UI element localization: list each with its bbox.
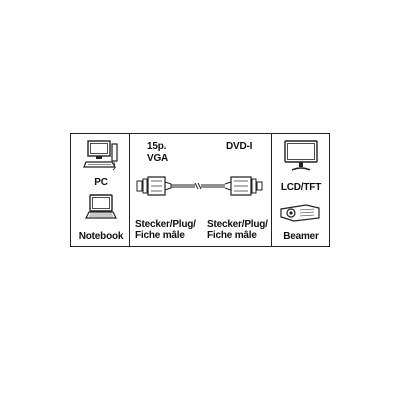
vga-pins-label: 15p.	[147, 141, 167, 152]
pc-icon	[83, 140, 118, 171]
diagram-frame: PC Notebook 15p. VGA DVD-I Ste	[70, 133, 330, 247]
lcd-label: LCD/TFT	[280, 182, 322, 193]
cable-icon	[136, 176, 263, 196]
vga-type-label: VGA	[147, 153, 169, 164]
beamer-label: Beamer	[283, 231, 319, 242]
dvi-gender-label-2: Fiche mâle	[207, 230, 257, 241]
monitor-icon	[284, 140, 318, 171]
dvi-gender-label: Stecker/Plug/	[207, 219, 268, 230]
pc-label: PC	[94, 177, 108, 188]
left-divider	[129, 134, 130, 246]
right-divider	[271, 134, 272, 246]
vga-gender-label-2: Fiche mâle	[135, 230, 185, 241]
notebook-label: Notebook	[78, 231, 124, 242]
dvi-type-label: DVD-I	[226, 141, 253, 152]
projector-icon	[280, 204, 320, 222]
notebook-icon	[85, 194, 117, 219]
vga-gender-label: Stecker/Plug/	[135, 219, 196, 230]
